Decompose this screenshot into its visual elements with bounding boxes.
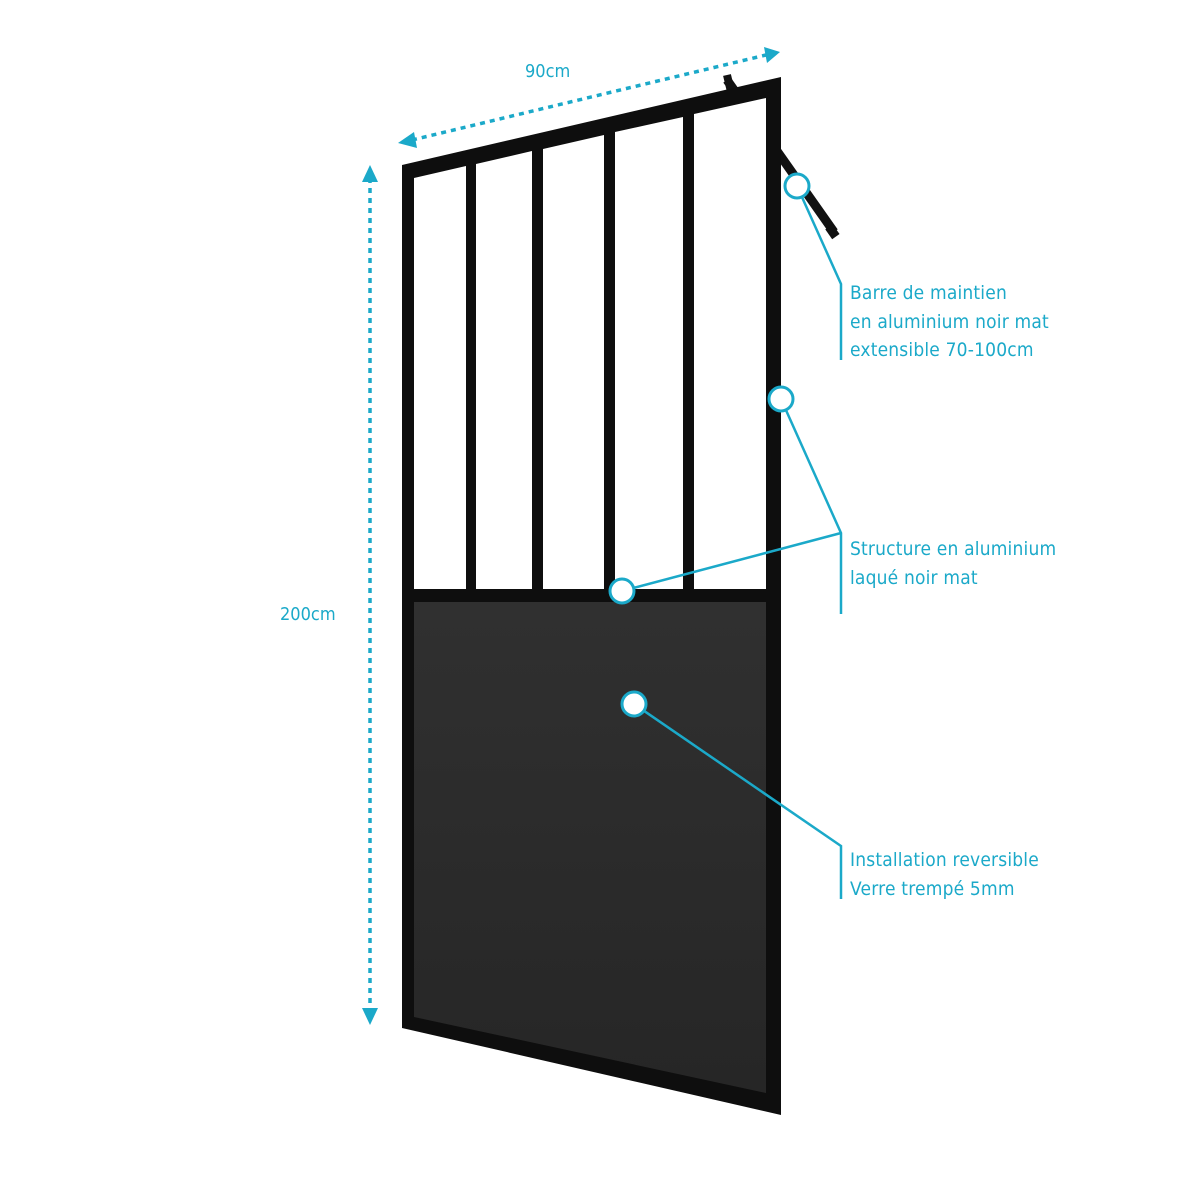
marker-support-bar xyxy=(783,172,811,200)
glass-pane-3 xyxy=(543,135,604,589)
glass-line-2: Verre trempé 5mm xyxy=(850,877,1015,900)
callout-markers xyxy=(608,172,811,718)
glass-line-1: Installation reversible xyxy=(850,849,1039,871)
width-dimension-arrow xyxy=(398,47,780,148)
glass-pane-2 xyxy=(476,151,532,589)
support-bar-line-3: extensible 70-100cm xyxy=(850,339,1034,361)
height-dimension-arrow xyxy=(362,165,378,1025)
glass-pane-5 xyxy=(694,98,766,589)
leader-structure-upper xyxy=(779,398,843,614)
support-bar-line-2: en aluminium noir mat xyxy=(850,310,1049,333)
structure-callout: Structure en aluminium laqué noir mat xyxy=(850,535,1056,592)
support-bar-line-1: Barre de maintien xyxy=(850,282,1007,304)
glass-pane-1 xyxy=(414,166,466,589)
height-label: 200cm xyxy=(280,604,336,625)
tinted-glass-panel xyxy=(414,602,766,1093)
marker-glass xyxy=(620,690,648,718)
structure-line-1: Structure en aluminium xyxy=(850,538,1057,560)
marker-structure-side xyxy=(767,385,795,413)
leader-glass xyxy=(633,702,843,899)
structure-line-2: laqué noir mat xyxy=(850,566,978,589)
marker-structure-rail xyxy=(608,577,636,605)
leader-lines xyxy=(621,185,843,899)
leader-support-bar xyxy=(795,185,843,360)
width-label: 90cm xyxy=(525,61,571,82)
glass-pane-4 xyxy=(615,117,683,589)
panel-frame xyxy=(402,77,781,1115)
glass-callout: Installation reversible Verre trempé 5mm xyxy=(850,846,1039,903)
leader-structure-lower xyxy=(621,531,842,593)
support-bar-callout: Barre de maintien en aluminium noir mat … xyxy=(850,279,1049,365)
